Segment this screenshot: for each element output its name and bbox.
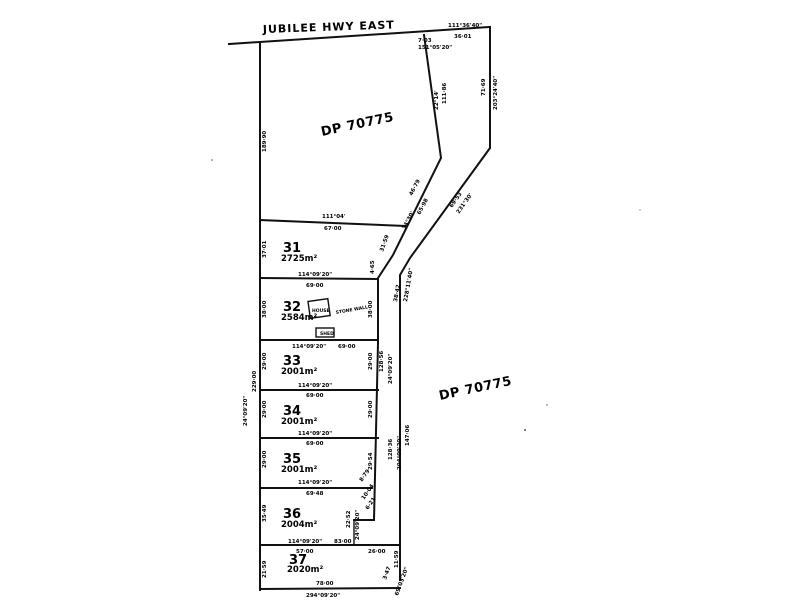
- lot-area: 2584m²: [281, 313, 318, 323]
- bottom-boundary: [258, 586, 402, 591]
- dimension-label: 29·00: [262, 450, 268, 468]
- dimension-label: 3·47: [382, 566, 392, 581]
- dimension-label: 29·00: [368, 352, 374, 370]
- lot-number: 37: [289, 553, 307, 568]
- dimension-label: 4·65: [370, 260, 376, 274]
- outer-corridor-boundary: [399, 26, 491, 581]
- dp-right-label: DP 70775: [438, 374, 514, 404]
- dimension-label: 35·49: [262, 504, 268, 522]
- dimension-label: 114°09'20": [292, 344, 326, 350]
- dimension-label: 203°24'40": [493, 76, 499, 110]
- lot-area: 2001m²: [281, 465, 318, 475]
- dimension-label: 151°05'20": [418, 45, 452, 51]
- dimension-label: 111°04': [322, 214, 346, 220]
- lot-area: 2001m²: [281, 367, 318, 377]
- dimension-label: 26·00: [368, 549, 386, 555]
- dimension-label: 69·00: [306, 441, 324, 447]
- dimension-label: 36·01: [454, 34, 472, 40]
- dimension-label: 128·56: [379, 351, 385, 372]
- dimension-label: 46·79: [408, 179, 422, 197]
- dimension-label: 71·69: [481, 78, 487, 96]
- house-outline: [307, 297, 331, 320]
- dimension-label: 114°09'20": [298, 272, 332, 278]
- lot-area: 2020m²: [287, 565, 324, 575]
- dimension-label: 128·36: [388, 439, 394, 460]
- dimension-label: 111·86: [442, 83, 448, 104]
- dimension-label: 57·00: [296, 549, 314, 555]
- dimension-label: 114°09'20": [298, 383, 332, 389]
- dimension-label: 114°09'20": [288, 539, 322, 545]
- dimension-label: 67·00: [324, 226, 342, 232]
- dimension-label: 38·42: [393, 284, 402, 302]
- dimension-label: 7·03: [418, 38, 432, 44]
- shed-outline: [315, 327, 335, 338]
- lot-area: 2001m²: [281, 417, 318, 427]
- dimension-label: 37·01: [262, 240, 268, 258]
- lot-number: 36: [283, 507, 301, 522]
- lot31-top-line: [258, 218, 407, 228]
- dimension-label: 111°36'40": [448, 23, 482, 29]
- dimension-label: 83·00: [334, 539, 352, 545]
- lot-number: 31: [283, 241, 301, 256]
- dimension-label: 29·00: [262, 352, 268, 370]
- lot-area: 2725m²: [281, 254, 318, 264]
- dimension-label: 24°09'20": [243, 396, 249, 426]
- dp-top-label: DP 70775: [320, 110, 396, 140]
- dimension-label: 29·00: [262, 400, 268, 418]
- dimension-label: 21·59: [262, 560, 268, 578]
- lot-number: 35: [283, 452, 301, 467]
- lot-number: 33: [283, 354, 301, 369]
- shed-label: SHED: [320, 331, 334, 337]
- dimension-label: 24°09'20": [388, 354, 394, 384]
- dimension-label: 34°30': [401, 210, 416, 231]
- dimension-label: 204°09'20": [397, 436, 403, 470]
- dimension-label: 29·00: [368, 400, 374, 418]
- dimension-label: 189·90: [262, 131, 268, 152]
- scan-specks: [211, 159, 641, 431]
- dimension-label: 22°14': [434, 90, 440, 110]
- dimension-label: 22·52: [346, 510, 352, 528]
- dimension-label: 114°09'20": [298, 480, 332, 486]
- dimension-label: 229·00: [252, 371, 258, 392]
- dimension-label: 114°09'20": [298, 431, 332, 437]
- dimension-label: 69°03'20": [394, 566, 410, 597]
- dimension-label: 31·59: [379, 234, 391, 253]
- dimension-label: 24°09'20": [355, 510, 361, 540]
- lot-number: 34: [283, 404, 301, 419]
- lot-area: 2004m²: [281, 520, 318, 530]
- dimension-label: 11·59: [394, 550, 400, 568]
- dimension-label: 65·98: [416, 198, 430, 216]
- dimension-label: 69·00: [338, 344, 356, 350]
- stone-wall-label: STONE WALL: [335, 304, 368, 316]
- road-name: JUBILEE HWY EAST: [262, 18, 395, 36]
- dimension-label: 228°11'40": [403, 268, 415, 303]
- dimension-labels: 111°36'40" 36·01 7·03 151°05'20" 189·90 …: [243, 23, 499, 599]
- dimension-label: 69·00: [306, 393, 324, 399]
- lot31-32-line: [258, 276, 380, 281]
- dimension-label: 38·00: [262, 300, 268, 318]
- dimension-label: 147·06: [405, 425, 411, 446]
- dimension-label: 294°09'20": [306, 593, 340, 599]
- dimension-label: 69·48: [306, 491, 324, 497]
- road-boundary-line: [227, 25, 492, 46]
- lot-number: 32: [283, 300, 301, 315]
- house-label: HOUSE: [312, 308, 330, 314]
- dimension-label: 29·54: [368, 452, 374, 470]
- dimension-label: 69·00: [306, 283, 324, 289]
- dimension-label: 78·00: [316, 581, 334, 587]
- dimension-label: 38·00: [368, 300, 374, 318]
